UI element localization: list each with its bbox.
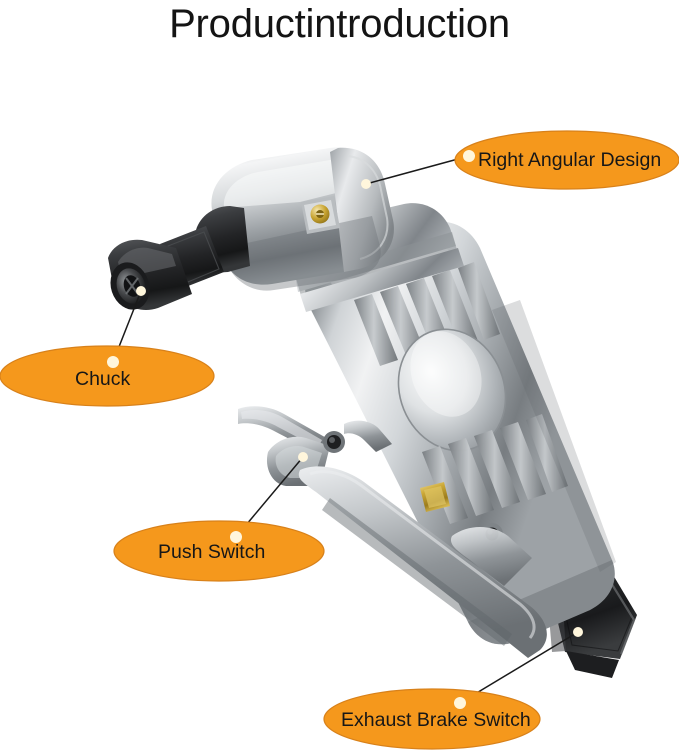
callout-dot-right-angular-design [463, 150, 475, 162]
callout-dot-exhaust-brake-switch [454, 697, 466, 709]
head-screw [301, 196, 340, 234]
grip-grooves-lower [422, 414, 568, 524]
callout-label-chuck: Chuck [75, 368, 131, 390]
callout-label-right-angular-design: Right Angular Design [478, 149, 661, 171]
collet-chuck [108, 206, 250, 310]
callout-dot-chuck [107, 356, 119, 368]
callout-label-exhaust-brake-switch: Exhaust Brake Switch [341, 709, 531, 731]
callout-anchor-dots [136, 179, 583, 637]
anchor-dot-exhaust-brake-switch [573, 627, 583, 637]
leader-line-right-angular-design [365, 155, 470, 185]
callout-ellipse-exhaust-brake-switch[interactable] [323, 688, 541, 750]
anchor-dot-chuck [136, 286, 146, 296]
product-illustration [108, 147, 637, 678]
leader-line-exhaust-brake-switch [459, 631, 579, 704]
callout-exhaust-brake-switch[interactable]: Exhaust Brake Switch [323, 688, 541, 750]
callout-label-push-switch: Push Switch [158, 541, 265, 563]
brass-fitting [420, 482, 450, 512]
callout-chuck[interactable]: Chuck [0, 345, 215, 407]
body-oval-dish [397, 328, 507, 452]
page-title: Productintroduction [169, 2, 510, 46]
callout-right-angular-design[interactable]: Right Angular Design [454, 130, 679, 190]
anchor-dot-right-angular-design [361, 179, 371, 189]
anchor-dot-push-switch [298, 452, 308, 462]
callout-dot-push-switch [230, 531, 242, 543]
callout-ellipse-right-angular-design[interactable] [454, 130, 679, 190]
grip-grooves-upper [354, 262, 500, 366]
callout-ellipse-chuck[interactable] [0, 345, 215, 407]
callout-push-switch[interactable]: Push Switch [113, 520, 325, 582]
trigger-lever [238, 406, 547, 658]
callout-ellipse-push-switch[interactable] [113, 520, 325, 582]
